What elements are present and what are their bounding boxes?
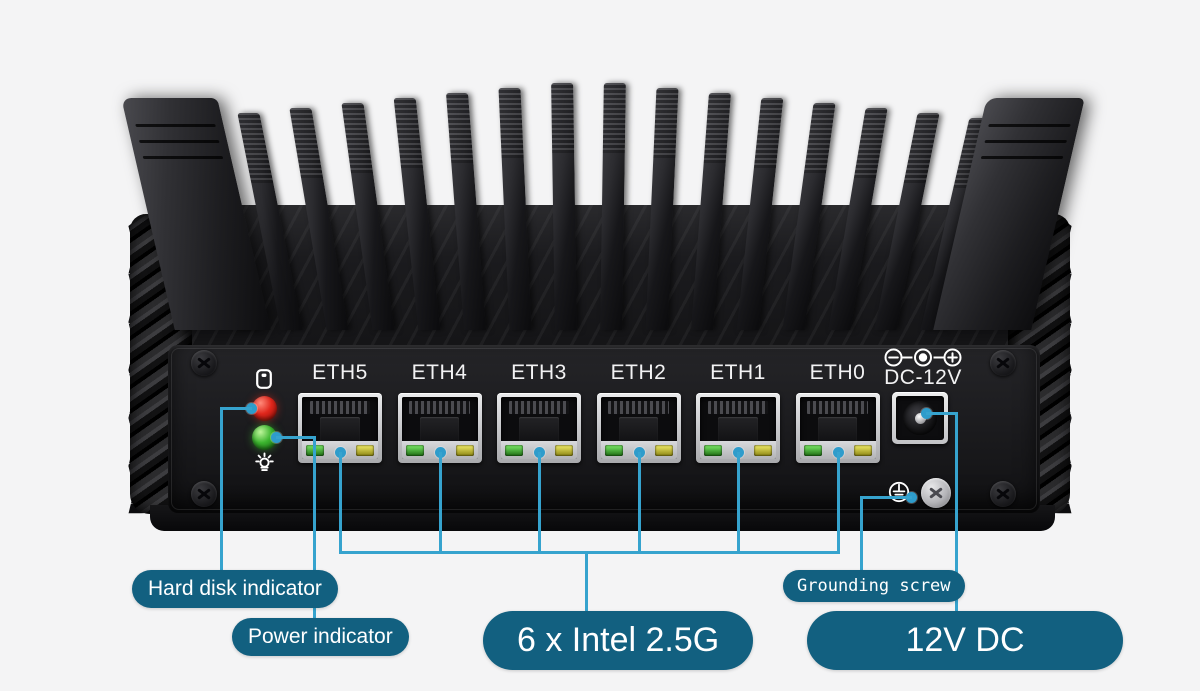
end-block-groove <box>984 140 1068 143</box>
fin-serrated-edge <box>551 82 575 153</box>
fin-serrated-edge <box>289 107 324 178</box>
fin-serrated-edge <box>446 92 474 163</box>
callout-line-eth1 <box>737 452 740 554</box>
faceplate-screw-top-left <box>191 350 217 376</box>
ethernet-label-eth2: ETH2 <box>610 361 667 384</box>
callout-line-eth3 <box>538 452 541 554</box>
fin-serrated-edge <box>237 112 274 183</box>
callout-line-eth5 <box>339 452 342 554</box>
callout-line-grounding-v <box>860 496 863 570</box>
dc-jack-ring <box>903 401 937 435</box>
ethernet-port-cavity <box>401 397 478 459</box>
fin-serrated-edge <box>498 87 524 158</box>
fin-serrated-edge <box>653 87 679 158</box>
end-block-groove <box>138 140 220 143</box>
ethernet-link-led-green <box>604 445 623 456</box>
callout-line-eth0 <box>836 452 840 554</box>
fin-serrated-edge <box>341 102 374 173</box>
badge-ethernet: 6 x Intel 2.5G <box>483 611 754 670</box>
badge-hard-disk-indicator: Hard disk indicator <box>132 570 338 608</box>
callout-line-power-input-v <box>955 412 958 612</box>
ethernet-contacts <box>707 401 769 414</box>
dc-jack-pin <box>914 412 926 424</box>
ethernet-contacts <box>608 401 669 414</box>
ethernet-contacts <box>807 401 868 414</box>
badge-power-input: 12V DC <box>807 611 1123 670</box>
end-block-groove <box>987 124 1071 127</box>
ethernet-activity-led-yellow <box>754 445 772 456</box>
ethernet-activity-led-yellow <box>356 445 374 456</box>
ethernet-port-eth2[interactable] <box>596 393 681 463</box>
callout-line-hard-disk-v <box>220 407 223 574</box>
ethernet-activity-led-yellow <box>555 445 573 456</box>
ethernet-label-eth0: ETH0 <box>809 361 866 384</box>
ethernet-label-eth5: ETH5 <box>312 361 368 384</box>
ethernet-contacts <box>309 401 371 414</box>
heatsink-fin <box>551 82 577 330</box>
callout-line-ethernet-drop <box>585 551 588 613</box>
callout-line-power-input-h <box>926 412 958 415</box>
hdd-icon <box>256 369 272 389</box>
ethernet-label-eth4: ETH4 <box>411 361 468 384</box>
ethernet-port-cavity <box>501 397 577 459</box>
end-block-groove <box>980 156 1064 159</box>
dc-jack-barrel <box>896 396 944 440</box>
end-block-groove <box>134 124 217 127</box>
faceplate-screw-bottom-right <box>990 481 1016 507</box>
ethernet-port-eth0[interactable] <box>795 393 880 463</box>
fin-serrated-edge <box>703 92 731 163</box>
callout-line-hard-disk-h <box>220 407 252 410</box>
heatsink-fin <box>600 82 626 330</box>
callout-bus-ethernet <box>342 551 838 554</box>
faceplate-screw-bottom-left <box>191 481 217 507</box>
fin-serrated-edge <box>393 97 424 168</box>
fin-serrated-edge <box>903 112 940 183</box>
callout-line-grounding-h <box>860 496 912 499</box>
grounding-screw[interactable] <box>921 478 951 508</box>
callout-line-eth2 <box>637 452 641 554</box>
fin-serrated-edge <box>853 107 888 178</box>
ethernet-contacts <box>508 401 570 414</box>
fin-serrated-edge <box>803 102 836 173</box>
ethernet-link-led-green <box>704 445 722 456</box>
ethernet-link-led-green <box>405 445 424 456</box>
callout-line-power-v <box>313 436 316 622</box>
ethernet-link-led-green <box>505 445 523 456</box>
callout-line-eth4 <box>438 452 442 554</box>
ethernet-label-eth1: ETH1 <box>710 361 766 384</box>
ethernet-port-cavity <box>600 397 677 459</box>
ethernet-port-eth1[interactable] <box>696 393 780 463</box>
fin-serrated-edge <box>602 82 626 153</box>
power-sun-icon <box>255 452 274 472</box>
end-block-groove <box>142 156 224 159</box>
ethernet-activity-led-yellow <box>455 445 474 456</box>
ethernet-contacts <box>409 401 470 414</box>
ethernet-activity-led-yellow <box>654 445 673 456</box>
fin-serrated-edge <box>753 97 784 168</box>
ethernet-label-eth3: ETH3 <box>511 361 567 384</box>
badge-grounding-screw: Grounding screw <box>783 570 965 602</box>
badge-power-indicator: Power indicator <box>232 618 409 656</box>
ethernet-activity-led-yellow <box>853 445 872 456</box>
ethernet-port-cavity <box>700 397 776 459</box>
callout-line-power-h <box>276 436 316 439</box>
ethernet-link-led-green <box>803 445 822 456</box>
dc-power-jack[interactable] <box>892 392 948 444</box>
dc-power-label: DC-12V <box>884 366 962 389</box>
faceplate-screw-top-right <box>990 350 1016 376</box>
dc-polarity-icon <box>884 348 962 367</box>
